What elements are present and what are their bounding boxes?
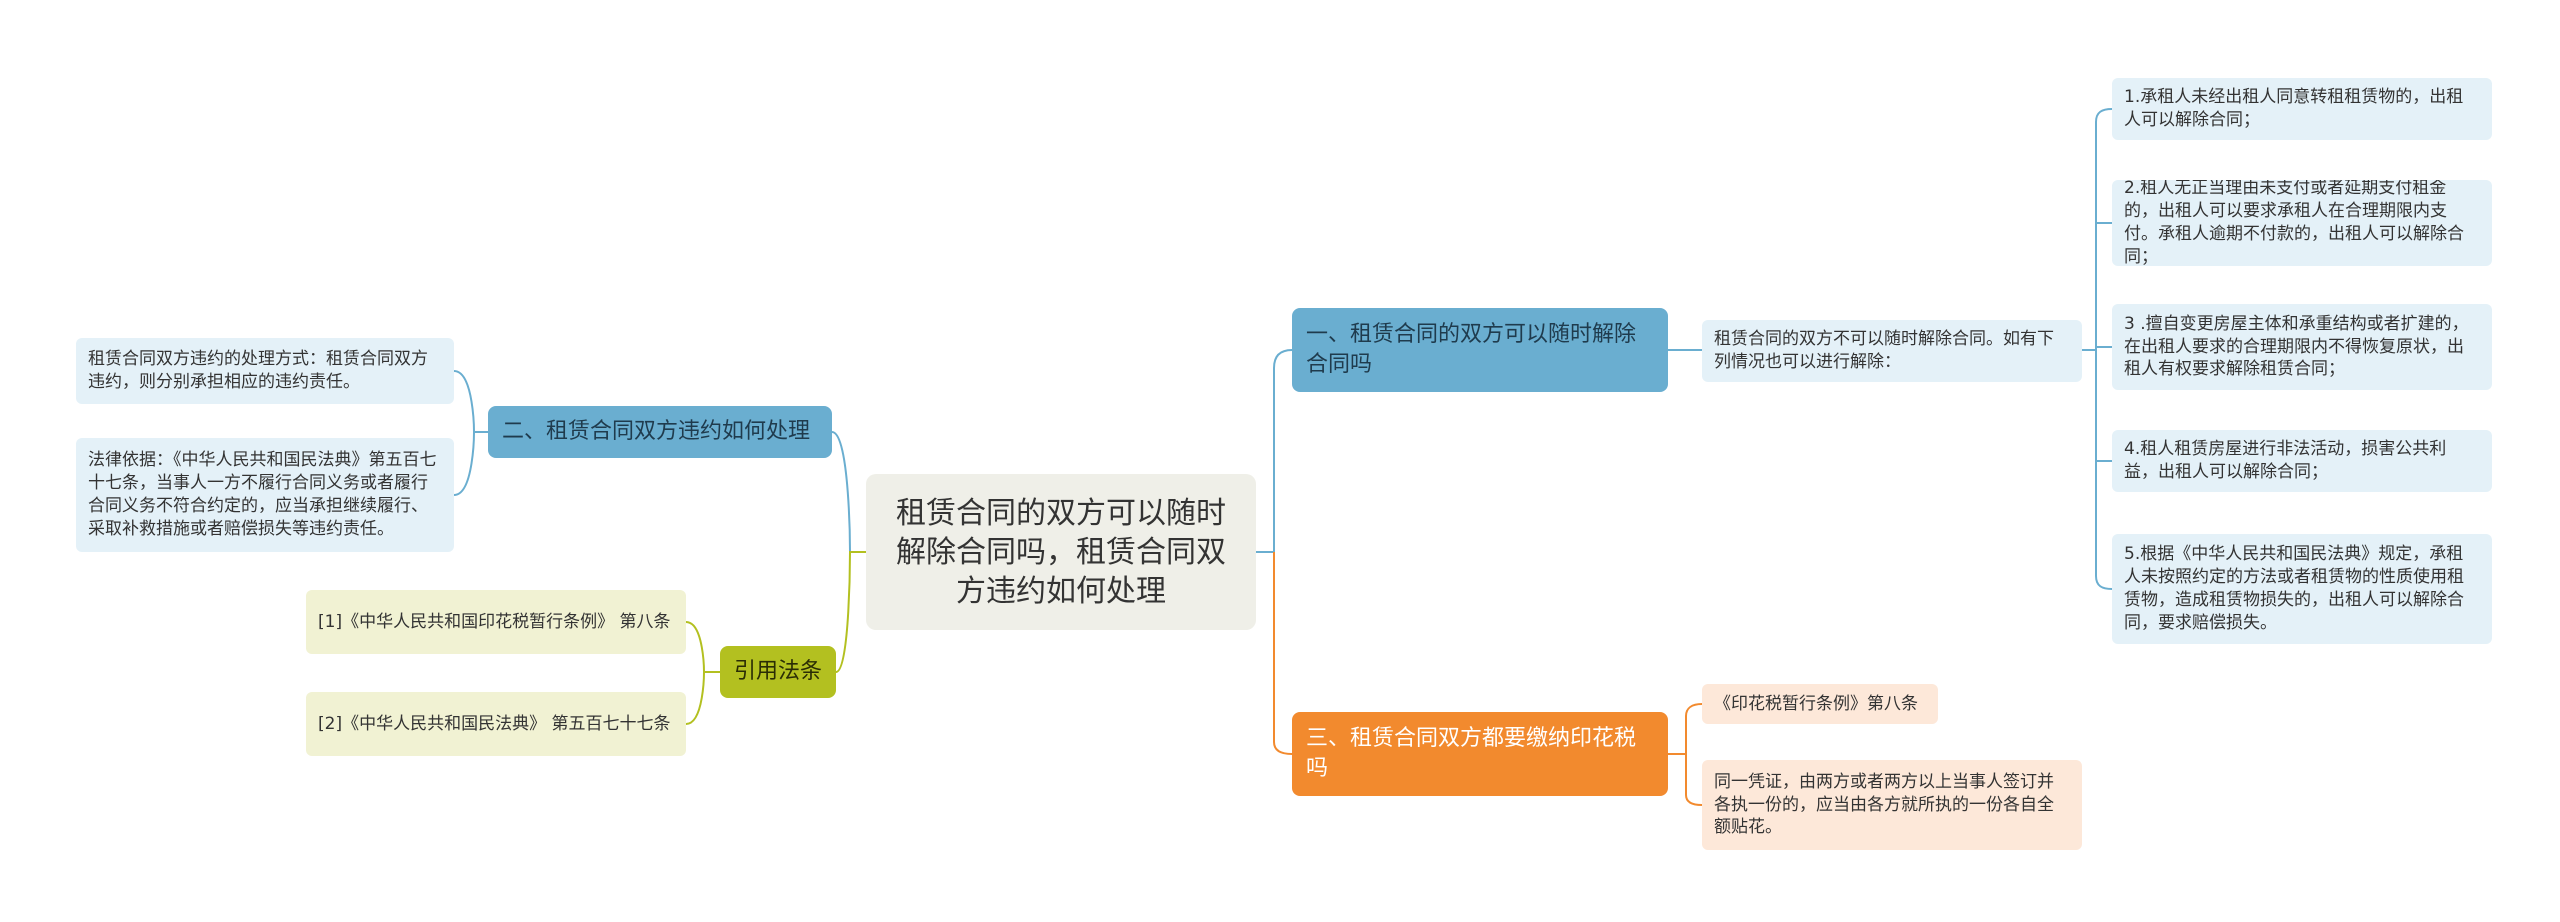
leaf-termination-case-1-text: 1.承租人未经出租人同意转租租赁物的，出租人可以解除合同； bbox=[2124, 87, 2464, 130]
central-topic[interactable]: 租赁合同的双方可以随时解除合同吗，租赁合同双方违约如何处理 bbox=[866, 474, 1256, 630]
link-center-r3 bbox=[1273, 552, 1293, 755]
leaf-citation-2-text: [2]《中华人民共和国民法典》 第五百七十七条 bbox=[318, 713, 671, 734]
leaf-stamp-duty-rule-text: 同一凭证，由两方或者两方以上当事人签订并各执一份的，应当由各方就所执的一份各自全… bbox=[1714, 771, 2054, 838]
leaf-termination-case-2[interactable]: 2.租人无正当理由未支付或者延期支付租金的，出租人可以要求承租人在合理期限内支付… bbox=[2112, 180, 2492, 266]
leaf-termination-case-3-text: 3 .擅自变更房屋主体和承重结构或者扩建的，在出租人要求的合理期限内不得恢复原状… bbox=[2124, 313, 2469, 380]
leaf-stamp-duty-rule[interactable]: 同一凭证，由两方或者两方以上当事人签订并各执一份的，应当由各方就所执的一份各自全… bbox=[1702, 760, 2082, 850]
link-r3-children bbox=[1668, 703, 1703, 806]
branch-breach-handling-label: 二、租赁合同双方违约如何处理 bbox=[502, 419, 811, 445]
leaf-termination-case-2-text: 2.租人无正当理由未支付或者延期支付租金的，出租人可以要求承租人在合理期限内支付… bbox=[2124, 180, 2464, 266]
leaf-citation-2[interactable]: [2]《中华人民共和国民法典》 第五百七十七条 bbox=[306, 692, 686, 756]
link-center-r1 bbox=[1256, 349, 1293, 553]
leaf-breach-legal-basis-text: 法律依据：《中华人民共和国民法典》第五百七十七条，当事人一方不履行合同义务或者履… bbox=[88, 450, 437, 539]
branch-termination-label: 一、租赁合同的双方可以随时解除合同吗 bbox=[1306, 322, 1637, 377]
leaf-termination-case-5-text: 5.根据《中华人民共和国民法典》规定，承租人未按照约定的方法或者租赁物的性质使用… bbox=[2124, 544, 2464, 633]
leaf-termination-case-3[interactable]: 3 .擅自变更房屋主体和承重结构或者扩建的，在出租人要求的合理期限内不得恢复原状… bbox=[2112, 304, 2492, 390]
leaf-breach-method-text: 租赁合同双方违约的处理方式：租赁合同双方违约，则分别承担相应的违约责任。 bbox=[88, 349, 428, 392]
branch-termination[interactable]: 一、租赁合同的双方可以随时解除合同吗 bbox=[1292, 308, 1668, 392]
branch-stamp-duty-label: 三、租赁合同双方都要缴纳印花税吗 bbox=[1306, 726, 1637, 781]
leaf-termination-case-5[interactable]: 5.根据《中华人民共和国民法典》规定，承租人未按照约定的方法或者租赁物的性质使用… bbox=[2112, 534, 2492, 644]
central-topic-label: 租赁合同的双方可以随时解除合同吗，租赁合同双方违约如何处理 bbox=[896, 495, 1226, 609]
leaf-breach-legal-basis[interactable]: 法律依据：《中华人民共和国民法典》第五百七十七条，当事人一方不履行合同义务或者履… bbox=[76, 438, 454, 552]
link-cite-children bbox=[685, 621, 720, 725]
leaf-termination-case-1[interactable]: 1.承租人未经出租人同意转租租赁物的，出租人可以解除合同； bbox=[2112, 78, 2492, 140]
branch-stamp-duty[interactable]: 三、租赁合同双方都要缴纳印花税吗 bbox=[1292, 712, 1668, 796]
leaf-termination-case-4[interactable]: 4.租人租赁房屋进行非法活动，损害公共利益，出租人可以解除合同； bbox=[2112, 430, 2492, 492]
leaf-breach-method[interactable]: 租赁合同双方违约的处理方式：租赁合同双方违约，则分别承担相应的违约责任。 bbox=[76, 338, 454, 404]
leaf-stamp-duty-article-text: 《印花税暂行条例》第八条 bbox=[1714, 693, 1918, 714]
node-termination-summary-text: 租赁合同的双方不可以随时解除合同。如有下列情况也可以进行解除： bbox=[1714, 329, 2054, 372]
branch-citations-label: 引用法条 bbox=[734, 659, 823, 685]
leaf-citation-1-text: [1]《中华人民共和国印花税暂行条例》 第八条 bbox=[318, 611, 671, 632]
leaf-citation-1[interactable]: [1]《中华人民共和国印花税暂行条例》 第八条 bbox=[306, 590, 686, 654]
leaf-termination-case-4-text: 4.租人租赁房屋进行非法活动，损害公共利益，出租人可以解除合同； bbox=[2124, 439, 2447, 482]
link-center-cite bbox=[835, 551, 866, 673]
leaf-stamp-duty-article[interactable]: 《印花税暂行条例》第八条 bbox=[1702, 684, 1938, 724]
link-mid-children bbox=[2082, 108, 2113, 590]
node-termination-summary[interactable]: 租赁合同的双方不可以随时解除合同。如有下列情况也可以进行解除： bbox=[1702, 320, 2082, 382]
branch-citations[interactable]: 引用法条 bbox=[720, 646, 836, 698]
link-left-children bbox=[453, 370, 488, 496]
branch-breach-handling[interactable]: 二、租赁合同双方违约如何处理 bbox=[488, 406, 832, 458]
link-center-left bbox=[831, 431, 866, 553]
